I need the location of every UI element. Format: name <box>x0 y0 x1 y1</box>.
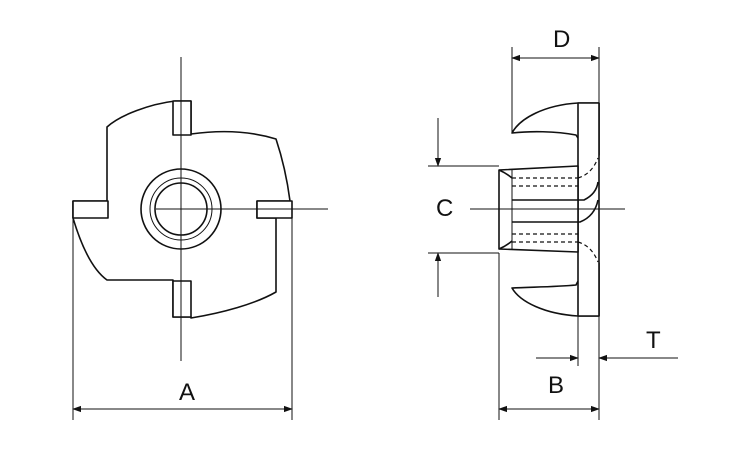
dim-d-label: D <box>553 26 570 53</box>
prong-bottom <box>172 280 192 318</box>
dim-t-label: T <box>646 327 661 354</box>
front-view <box>72 57 328 361</box>
dim-b-label: B <box>548 372 564 399</box>
dimension-d: D <box>511 26 600 132</box>
dimension-t: T <box>536 316 678 366</box>
dimension-c: C <box>428 118 499 297</box>
dim-a-label: A <box>179 379 195 406</box>
dimension-a: A <box>72 218 293 420</box>
hidden-flange-curve-bottom <box>577 241 599 263</box>
side-view <box>470 102 625 317</box>
barrel-lip-curve-top <box>498 169 513 179</box>
barrel-inner-curve-lower <box>512 181 599 201</box>
prong-left <box>72 200 109 219</box>
dimension-b: B <box>498 253 600 420</box>
hidden-flange-curve-top <box>577 157 599 179</box>
dim-c-label: C <box>436 195 453 222</box>
barrel-lip-curve-bottom <box>498 240 513 250</box>
barrel-inner-curve <box>512 199 599 223</box>
prong-top <box>172 100 192 136</box>
